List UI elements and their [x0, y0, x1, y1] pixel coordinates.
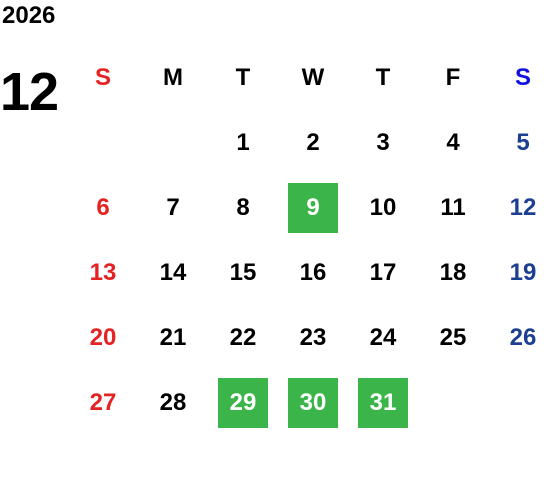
day-cell[interactable]: 10	[348, 175, 418, 240]
day-number: 20	[89, 323, 117, 351]
day-cell[interactable]: 3	[348, 110, 418, 175]
day-cell[interactable]: 2	[278, 110, 348, 175]
day-cell[interactable]: 26	[488, 305, 548, 370]
day-number: 4	[446, 128, 460, 156]
day-cell[interactable]: 5	[488, 110, 548, 175]
weekday-wednesday: W	[278, 45, 348, 110]
week-row-1: 1 2 3 4 5	[68, 110, 548, 175]
day-number: 23	[299, 323, 327, 351]
empty-day-cell	[418, 370, 488, 435]
weekday-label: S	[514, 63, 532, 91]
day-cell[interactable]: 18	[418, 240, 488, 305]
month-label: 12	[0, 62, 59, 122]
day-number: 16	[299, 258, 327, 286]
day-number: 26	[509, 323, 537, 351]
weekday-label: W	[301, 63, 325, 91]
day-number: 24	[369, 323, 397, 351]
week-row-3: 13 14 15 16 17 18 19	[68, 240, 548, 305]
weekday-friday: F	[418, 45, 488, 110]
day-number: 29	[229, 388, 257, 416]
day-cell[interactable]: 12	[488, 175, 548, 240]
weekday-label: F	[445, 63, 461, 91]
weekday-tuesday: T	[208, 45, 278, 110]
day-cell[interactable]: 13	[68, 240, 138, 305]
weekday-label: M	[163, 63, 183, 91]
day-number: 17	[369, 258, 397, 286]
day-cell[interactable]: 16	[278, 240, 348, 305]
day-cell[interactable]: 20	[68, 305, 138, 370]
day-cell[interactable]: 27	[68, 370, 138, 435]
day-number: 28	[159, 388, 187, 416]
day-number: 12	[509, 193, 537, 221]
weekday-saturday: S	[488, 45, 548, 110]
calendar-grid: S M T W T F S 1 2 3 4 5 6 7 8 9 10 11 12…	[68, 45, 548, 435]
weekday-monday: M	[138, 45, 208, 110]
day-number: 21	[159, 323, 187, 351]
weekday-label: T	[235, 63, 251, 91]
day-number: 27	[89, 388, 117, 416]
empty-day-cell	[138, 110, 208, 175]
day-cell[interactable]: 21	[138, 305, 208, 370]
year-label: 2026	[2, 2, 56, 29]
day-number: 6	[96, 193, 110, 221]
day-number: 19	[509, 258, 537, 286]
day-cell[interactable]: 1	[208, 110, 278, 175]
day-cell[interactable]: 24	[348, 305, 418, 370]
week-row-4: 20 21 22 23 24 25 26	[68, 305, 548, 370]
day-cell-highlighted[interactable]: 30	[278, 370, 348, 435]
day-cell[interactable]: 23	[278, 305, 348, 370]
week-row-2: 6 7 8 9 10 11 12	[68, 175, 548, 240]
weekday-header-row: S M T W T F S	[68, 45, 548, 110]
day-cell[interactable]: 25	[418, 305, 488, 370]
weekday-label: T	[375, 63, 391, 91]
day-number: 10	[369, 193, 397, 221]
day-number: 13	[89, 258, 117, 286]
day-number: 18	[439, 258, 467, 286]
day-number: 8	[236, 193, 250, 221]
day-number: 31	[369, 388, 397, 416]
day-number: 5	[516, 128, 530, 156]
day-number: 25	[439, 323, 467, 351]
day-number: 14	[159, 258, 187, 286]
day-number: 3	[376, 128, 390, 156]
day-number: 22	[229, 323, 257, 351]
day-cell[interactable]: 6	[68, 175, 138, 240]
day-cell[interactable]: 19	[488, 240, 548, 305]
day-number: 15	[229, 258, 257, 286]
empty-day-cell	[488, 370, 548, 435]
day-cell-highlighted[interactable]: 29	[208, 370, 278, 435]
day-number: 2	[306, 128, 320, 156]
day-number: 11	[440, 193, 466, 221]
day-cell[interactable]: 4	[418, 110, 488, 175]
day-cell[interactable]: 8	[208, 175, 278, 240]
weekday-label: S	[94, 63, 112, 91]
day-cell[interactable]: 28	[138, 370, 208, 435]
week-row-5: 27 28 29 30 31	[68, 370, 548, 435]
day-number: 9	[306, 193, 320, 221]
day-number: 7	[166, 193, 180, 221]
day-cell[interactable]: 14	[138, 240, 208, 305]
day-number: 1	[236, 128, 250, 156]
day-cell[interactable]: 15	[208, 240, 278, 305]
day-cell-highlighted[interactable]: 31	[348, 370, 418, 435]
day-cell[interactable]: 22	[208, 305, 278, 370]
weekday-thursday: T	[348, 45, 418, 110]
day-cell[interactable]: 17	[348, 240, 418, 305]
day-cell-highlighted[interactable]: 9	[278, 175, 348, 240]
day-cell[interactable]: 11	[418, 175, 488, 240]
day-number: 30	[299, 388, 327, 416]
weekday-sunday: S	[68, 45, 138, 110]
day-cell[interactable]: 7	[138, 175, 208, 240]
empty-day-cell	[68, 110, 138, 175]
